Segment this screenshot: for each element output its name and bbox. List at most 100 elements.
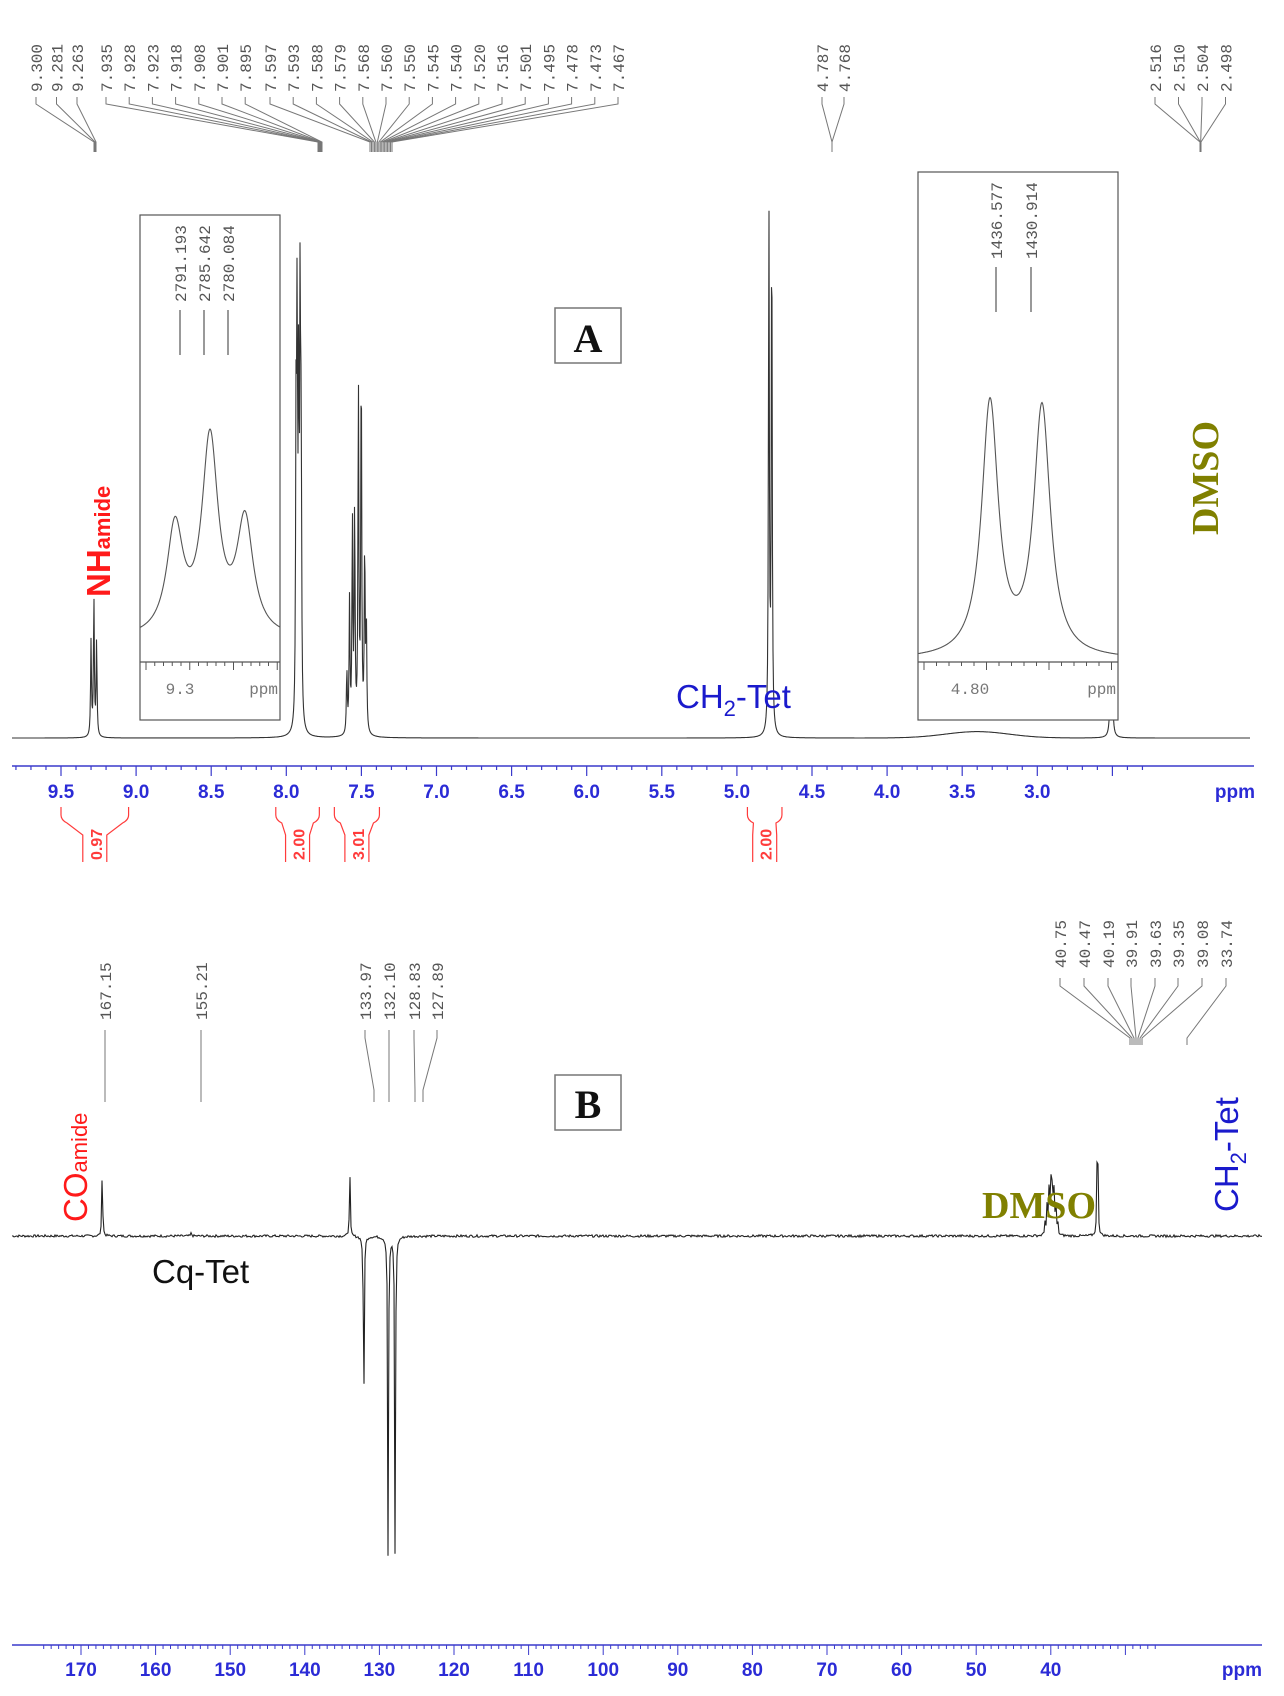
inset-peak-hz-label: 1436.577: [989, 182, 1007, 259]
peak-shift-label: 132.10: [382, 962, 400, 1020]
peak-shift-label: 2.516: [1148, 44, 1166, 92]
peak-shift-label: 40.19: [1101, 920, 1119, 968]
integral-value: 2.00: [292, 829, 309, 860]
x-tick-label: 4.0: [874, 782, 900, 803]
panel-a-label-box: A: [554, 307, 622, 364]
peak-shift-label: 133.97: [358, 962, 376, 1020]
panel-a-inset-left: 9.3 ppm 2791.193 2785.642 2780.084: [139, 214, 281, 721]
x-tick-label: 120: [438, 1660, 470, 1681]
x-tick-label: 7.0: [423, 782, 449, 803]
x-tick-label: 8.5: [198, 782, 225, 803]
peak-shift-label: 39.63: [1148, 920, 1166, 968]
peak-shift-label: 7.560: [379, 44, 397, 92]
peak-shift-label: 9.281: [50, 44, 68, 92]
peak-shift-label: 7.495: [541, 44, 559, 92]
x-tick-label: 3.5: [949, 782, 976, 803]
peak-shift-label: 39.35: [1171, 920, 1189, 968]
x-tick-label: 9.0: [123, 782, 149, 803]
inset-peak-hz-label: 2791.193: [173, 225, 191, 302]
peak-shift-label: 39.91: [1124, 920, 1142, 968]
peak-shift-label: 39.08: [1195, 920, 1213, 968]
peak-shift-label: 7.597: [263, 44, 281, 92]
x-tick-label: 60: [891, 1660, 912, 1681]
panel-a-spectrum-trace: [12, 210, 1250, 739]
integral-value: 3.01: [351, 829, 368, 860]
x-tick-label: 70: [816, 1660, 837, 1681]
peak-shift-label: 2.510: [1172, 44, 1190, 92]
ch2-tet-label-a: CH2-Tet: [676, 678, 791, 721]
peak-shift-label: 40.47: [1077, 920, 1095, 968]
inset-peak-hz-label: 2785.642: [197, 225, 215, 302]
peak-shift-label: 33.74: [1219, 920, 1237, 968]
integral-value: 0.97: [89, 829, 106, 860]
peak-shift-label: 2.498: [1219, 44, 1237, 92]
integral-value: 2.00: [759, 829, 776, 860]
x-tick-label: 110: [513, 1660, 544, 1681]
x-axis-unit: ppm: [1215, 782, 1255, 803]
peak-shift-label: 7.467: [611, 44, 629, 92]
peak-shift-label: 7.901: [215, 44, 233, 92]
panel-b-label-box: B: [554, 1074, 622, 1131]
peak-shift-label: 127.89: [430, 962, 448, 1020]
inset-tick-label: 9.3: [166, 681, 195, 699]
peak-shift-label: 7.520: [472, 44, 490, 92]
x-tick-label: 7.5: [348, 782, 375, 803]
x-tick-label: 130: [364, 1660, 396, 1681]
peak-shift-label: 9.300: [29, 44, 47, 92]
peak-shift-label: 7.545: [425, 44, 443, 92]
x-tick-label: 150: [214, 1660, 246, 1681]
peak-shift-label: 7.593: [286, 44, 304, 92]
peak-shift-label: 7.923: [145, 44, 163, 92]
peak-shift-label: 7.928: [122, 44, 140, 92]
x-tick-label: 50: [966, 1660, 987, 1681]
inset-axis-unit: ppm: [1087, 681, 1116, 699]
x-tick-label: 170: [65, 1660, 97, 1681]
x-tick-label: 6.0: [573, 782, 599, 803]
inset-tick-label: 4.80: [951, 681, 989, 699]
peak-shift-label: 2.504: [1195, 44, 1213, 92]
x-tick-label: 3.0: [1024, 782, 1050, 803]
x-tick-label: 100: [587, 1660, 619, 1681]
x-tick-label: 5.5: [649, 782, 676, 803]
peak-shift-label: 7.516: [495, 44, 513, 92]
peak-shift-label: 7.918: [169, 44, 187, 92]
nh-amide-label: NHamide: [80, 486, 117, 597]
x-tick-label: 140: [289, 1660, 321, 1681]
peak-shift-label: 167.15: [98, 962, 116, 1020]
peak-shift-label: 9.263: [70, 44, 88, 92]
peak-shift-label: 7.478: [565, 44, 583, 92]
peak-shift-label: 7.908: [192, 44, 210, 92]
x-tick-label: 160: [140, 1660, 172, 1681]
inset-peak-hz-label: 2780.084: [221, 225, 239, 302]
inset-peak-hz-label: 1430.914: [1024, 182, 1042, 259]
peak-shift-label: 7.501: [518, 44, 536, 92]
dmso-label-a: DMSO: [1185, 421, 1227, 535]
ch2-tet-label-b: CH2-Tet: [1208, 1097, 1251, 1212]
panel-b-label: B: [575, 1082, 602, 1127]
panel-b-spectrum-trace: [11, 1160, 1262, 1556]
x-tick-label: 6.5: [498, 782, 525, 803]
peak-shift-label: 7.935: [99, 44, 117, 92]
peak-shift-label: 7.540: [449, 44, 467, 92]
peak-shift-label: 4.787: [815, 44, 833, 92]
x-tick-label: 4.5: [799, 782, 826, 803]
cq-tet-label: Cq-Tet: [152, 1253, 249, 1290]
x-tick-label: 8.0: [273, 782, 299, 803]
panel-a-inset-right: 4.80 ppm 1436.577 1430.914: [917, 171, 1119, 721]
x-tick-label: 90: [667, 1660, 688, 1681]
x-tick-label: 80: [742, 1660, 763, 1681]
co-amide-label: COamide: [57, 1113, 94, 1222]
x-tick-label: 5.0: [724, 782, 750, 803]
x-tick-label: 40: [1040, 1660, 1061, 1681]
peak-shift-label: 7.895: [238, 44, 256, 92]
peak-shift-label: 7.579: [333, 44, 351, 92]
peak-shift-label: 7.550: [402, 44, 420, 92]
inset-axis-unit: ppm: [249, 681, 278, 699]
